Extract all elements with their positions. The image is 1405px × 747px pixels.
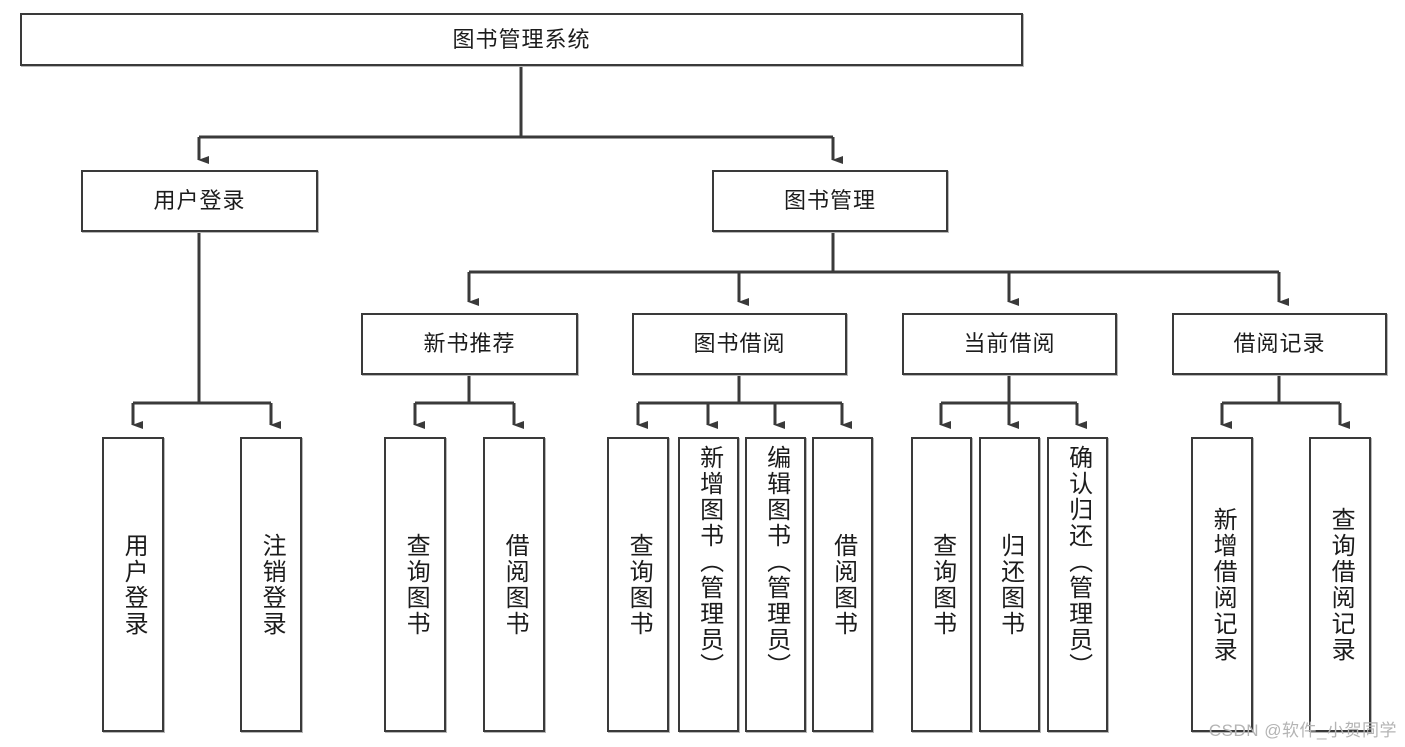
node-book-borrow[interactable]: 图书借阅: [632, 313, 847, 375]
node-label: 用户登录: [120, 532, 148, 637]
node-label: 查询图书: [928, 532, 956, 637]
leaf-return-book[interactable]: 归还图书: [979, 437, 1040, 732]
node-label: 查询图书: [625, 532, 653, 637]
watermark-text: CSDN @软件_小贺同学: [1208, 721, 1397, 740]
leaf-borrow-book-2[interactable]: 借阅图书: [812, 437, 873, 732]
node-user-login[interactable]: 用户登录: [81, 170, 318, 232]
leaf-add-borrow-record[interactable]: 新增借阅记录: [1191, 437, 1253, 732]
node-label: 图书管理: [783, 188, 876, 214]
leaf-query-book-1[interactable]: 查询图书: [384, 437, 446, 732]
leaf-edit-book[interactable]: 编辑图书（管理员）: [745, 437, 806, 732]
node-label: 借阅图书: [829, 532, 857, 637]
leaf-confirm-return[interactable]: 确认归还（管理员）: [1047, 437, 1108, 732]
leaf-query-borrow-record[interactable]: 查询借阅记录: [1309, 437, 1371, 732]
leaf-user-login[interactable]: 用户登录: [102, 437, 164, 732]
leaf-query-book-2[interactable]: 查询图书: [607, 437, 669, 732]
node-label: 图书借阅: [693, 331, 786, 357]
leaf-logout-login[interactable]: 注销登录: [240, 437, 302, 732]
leaf-add-book[interactable]: 新增图书（管理员）: [678, 437, 739, 732]
node-label: 注销登录: [258, 532, 286, 637]
node-label: 查询借阅记录: [1327, 506, 1355, 663]
leaf-borrow-book-1[interactable]: 借阅图书: [483, 437, 545, 732]
node-label: 新书推荐: [423, 331, 516, 357]
node-label: 新增图书（管理员）: [695, 445, 723, 679]
node-label: 编辑图书（管理员）: [762, 445, 790, 679]
node-book-management[interactable]: 图书管理: [712, 170, 948, 232]
node-label: 归还图书: [996, 532, 1024, 637]
node-label: 用户登录: [153, 188, 246, 214]
node-borrow-record[interactable]: 借阅记录: [1172, 313, 1387, 375]
node-label: 查询图书: [402, 532, 430, 637]
node-label: 借阅图书: [501, 532, 529, 637]
node-label: 图书管理系统: [452, 26, 591, 52]
node-root-system[interactable]: 图书管理系统: [20, 13, 1023, 66]
node-current-borrow[interactable]: 当前借阅: [902, 313, 1117, 375]
leaf-query-book-3[interactable]: 查询图书: [911, 437, 972, 732]
node-label: 借阅记录: [1233, 331, 1326, 357]
node-label: 当前借阅: [963, 331, 1056, 357]
node-label: 新增借阅记录: [1209, 506, 1237, 663]
node-new-book-recommend[interactable]: 新书推荐: [361, 313, 578, 375]
node-label: 确认归还（管理员）: [1064, 445, 1092, 679]
